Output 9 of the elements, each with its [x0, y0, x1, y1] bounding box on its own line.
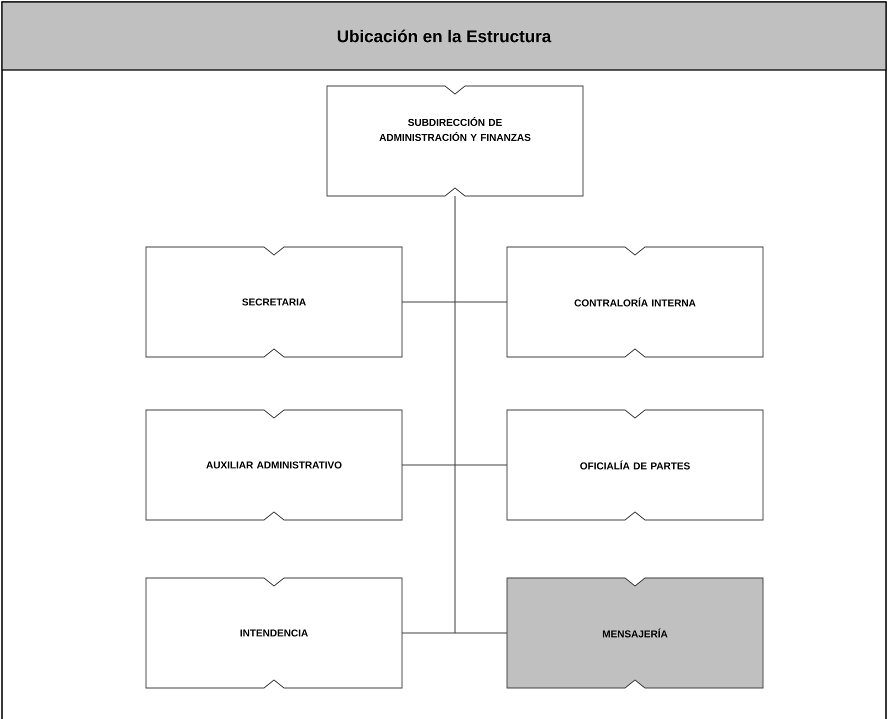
org-box: CONTRALORÍA INTERNA — [506, 246, 764, 358]
header-band: Ubicación en la Estructura — [1, 1, 887, 71]
org-box: SECRETARIA — [146, 246, 402, 358]
org-box: SUBDIRECCIÓN DE ADMINISTRACIÓN Y FINANZAS — [326, 86, 584, 196]
org-box: AUXILIAR ADMINISTRATIVO — [146, 410, 402, 520]
org-box: MENSAJERÍA — [506, 578, 764, 688]
org-box: OFICIALÍA DE PARTES — [506, 410, 764, 520]
connector-line — [454, 196, 508, 634]
org-box: INTENDENCIA — [146, 578, 402, 688]
